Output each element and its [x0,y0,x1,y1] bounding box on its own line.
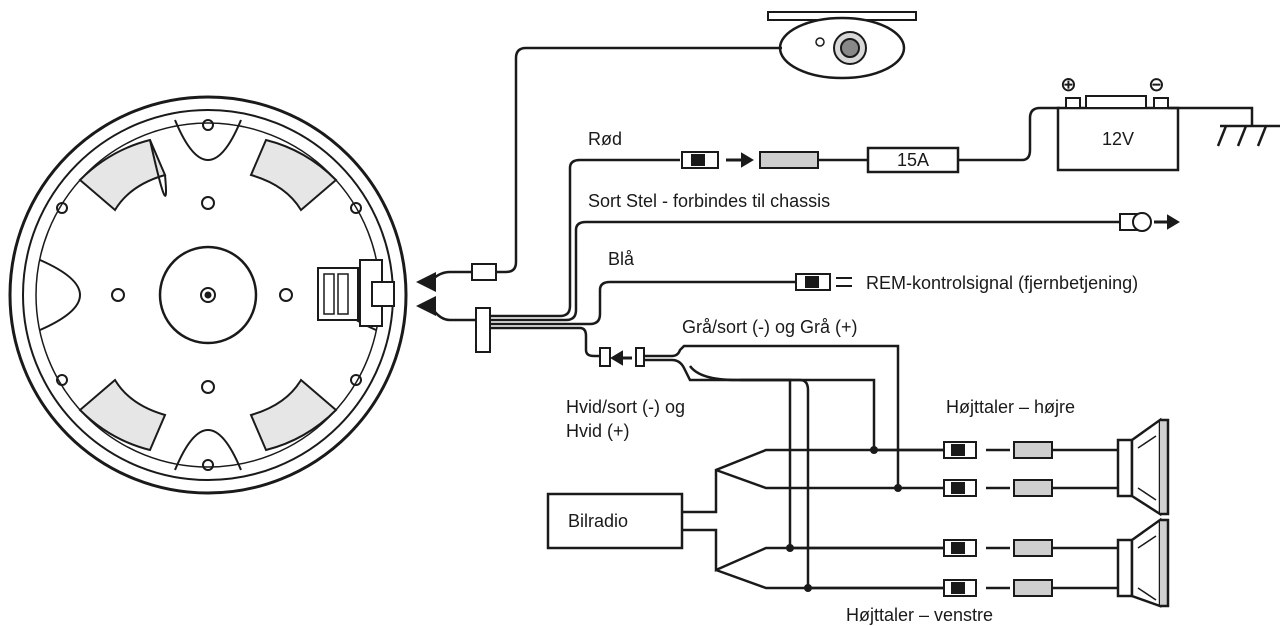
label-ground: Sort Stel - forbindes til chassis [588,191,831,211]
label-speaker-left: Højttaler – venstre [846,605,994,625]
minus-icon: ⊖ [1148,74,1165,96]
battery-label: 12V [1101,129,1135,149]
wires [430,46,1280,590]
label-white-1: Hvid/sort (-) og [566,397,686,417]
label-rem: REM-kontrolsignal (fjernbetjening) [866,273,1139,293]
subwoofer [8,95,408,495]
connectors [599,151,1180,597]
radio-label: Bilradio [567,511,629,531]
bass-level-remote [767,11,917,80]
fuse-label: 15A [896,150,930,170]
label-white-2: Hvid (+) [566,421,630,441]
plus-icon: ⊕ [1060,74,1077,96]
speaker-right [1116,417,1170,517]
label-blue: Blå [608,249,635,269]
label-red: Rød [588,129,623,149]
junctions [786,446,902,592]
input-arrows [416,272,436,316]
label-gray: Grå/sort (-) og Grå (+) [682,317,858,337]
label-speaker-right: Højttaler – højre [946,397,1076,417]
speaker-left [1116,517,1170,608]
